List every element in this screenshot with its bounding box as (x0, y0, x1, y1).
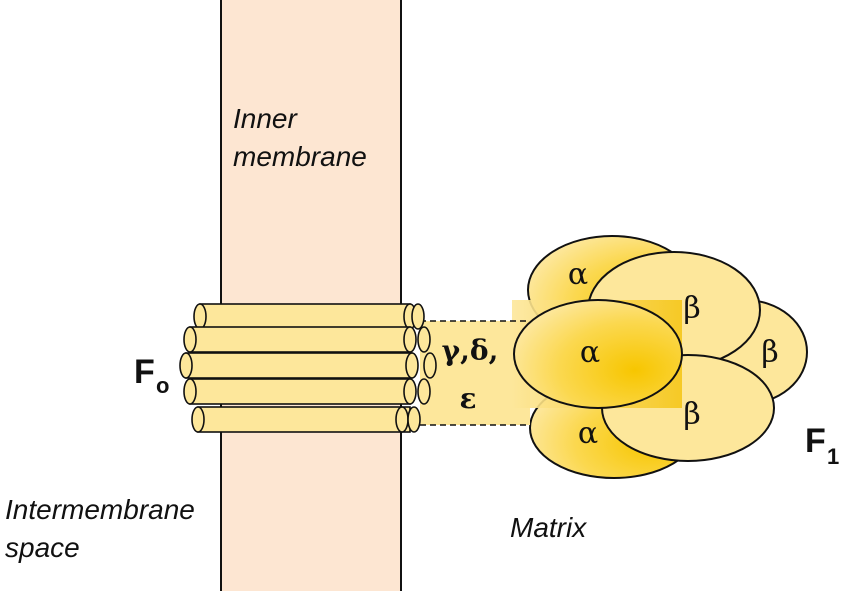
beta-right-label: β (761, 335, 778, 370)
matrix-label: Matrix (510, 512, 587, 543)
region-labels: Inner membrane Intermembrane space Matri… (5, 103, 587, 563)
fo-cylinder (179, 352, 437, 379)
fo-label-sub: o (156, 373, 169, 398)
inner-membrane (220, 0, 402, 591)
alpha-subunit-front (513, 299, 683, 409)
f1-label-sub: 1 (827, 444, 839, 469)
subunit-labels: α β α β α β (568, 257, 779, 451)
fo-label-main: F (134, 353, 155, 391)
membrane-band (221, 0, 401, 591)
intermembrane-label-line2: space (5, 532, 80, 563)
fo-cylinder (183, 326, 431, 353)
alpha-front-label: α (580, 335, 600, 370)
fo-cylinder (193, 303, 425, 330)
fo-cylinder (191, 406, 421, 433)
f1-label-main: F (805, 422, 826, 460)
stalk-label-line2: ε (459, 382, 476, 415)
f1-head (420, 235, 808, 479)
inner-membrane-label-line1: Inner (233, 103, 298, 134)
intermembrane-label-line1: Intermembrane (5, 494, 195, 525)
f1-label: F 1 (805, 422, 839, 469)
inner-membrane-label-line2: membrane (233, 141, 367, 172)
alpha-bottom-label: α (578, 416, 598, 451)
fo-ring (179, 303, 437, 433)
alpha-top-label: α (568, 257, 588, 292)
stalk-label-line1: γ,δ, (442, 334, 499, 367)
stalk-region (420, 321, 530, 425)
beta-bottom-label: β (683, 397, 700, 432)
fo-cylinder (183, 378, 431, 405)
fo-label: F o (134, 353, 169, 398)
stalk-label: γ,δ, ε (442, 334, 499, 415)
beta-top-label: β (683, 291, 700, 326)
